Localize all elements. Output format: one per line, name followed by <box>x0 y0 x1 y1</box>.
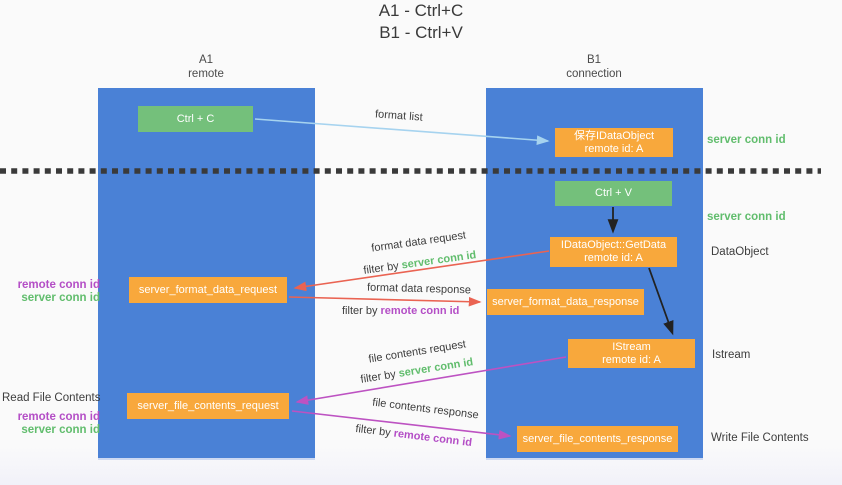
right-label-istream: Istream <box>712 349 751 361</box>
diagram-title: A1 - Ctrl+C B1 - Ctrl+V <box>0 0 842 44</box>
right-label-server-conn-id-top: server conn id <box>707 134 786 146</box>
right-label-server-conn-id-mid: server conn id <box>707 211 786 223</box>
node-getdata-line1: IDataObject::GetData <box>560 239 667 251</box>
left-label-server-conn-id-1: server conn id <box>21 292 100 304</box>
remote-conn-id-text: remote conn id <box>380 305 460 317</box>
node-server-format-data-response-label: server_format_data_response <box>492 295 639 308</box>
lane-header-b1: B1 connection <box>534 53 654 81</box>
label-format-data-response: format data response <box>366 281 472 297</box>
lane-a1-name: A1 <box>198 54 214 66</box>
right-label-write-file-contents: Write File Contents <box>711 432 809 444</box>
label-file-contents-response: file contents response <box>371 396 480 422</box>
node-ctrl-c: Ctrl + C <box>138 106 253 132</box>
title-line-ctrl-c: A1 - Ctrl+C <box>378 1 464 20</box>
server-conn-id-text: server conn id <box>397 356 474 380</box>
filter-by-text: filter by <box>362 260 400 277</box>
label-format-data-request: format data request <box>370 229 467 255</box>
node-server-file-contents-response-label: server_file_contents_response <box>522 432 673 445</box>
left-label-remote-conn-id-2: remote conn id <box>17 411 100 423</box>
node-ctrl-c-label: Ctrl + C <box>176 112 215 125</box>
left-label-server-conn-id-2: server conn id <box>21 424 100 436</box>
lane-b1-name: B1 <box>586 54 602 66</box>
label-filter-by-remote-conn-id-2: filter by remote conn id <box>355 423 473 449</box>
node-ctrl-v-label: Ctrl + V <box>595 187 632 199</box>
left-label-remote-conn-id-1: remote conn id <box>17 279 100 291</box>
node-save-idataobject-line2: remote id: A <box>584 142 644 155</box>
right-label-dataobject: DataObject <box>711 246 769 258</box>
node-server-file-contents-response: server_file_contents_response <box>517 426 678 452</box>
server-conn-id-text: server conn id <box>400 249 478 272</box>
node-istream-line2: remote id: A <box>602 353 661 366</box>
label-filter-by-remote-conn-id-1: filter by remote conn id <box>342 305 459 317</box>
left-label-read-file-contents: Read File Contents <box>2 392 101 404</box>
filter-by-text: filter by <box>342 305 378 317</box>
node-istream: IStream remote id: A <box>568 339 695 368</box>
label-format-list: format list <box>374 108 424 124</box>
lane-header-a1: A1 remote <box>146 53 266 81</box>
arrow-format-data-response <box>288 296 482 307</box>
lane-a1-subtitle: remote <box>188 68 224 80</box>
node-save-idataobject: 保存IDataObject remote id: A <box>555 128 673 157</box>
remote-conn-id-text: remote conn id <box>392 427 473 450</box>
node-save-idataobject-line1: 保存IDataObject <box>573 129 655 142</box>
lane-b1-subtitle: connection <box>566 68 622 80</box>
node-getdata-line2: remote id: A <box>584 252 643 264</box>
title-line-ctrl-v: B1 - Ctrl+V <box>379 23 463 42</box>
node-server-file-contents-request: server_file_contents_request <box>127 393 289 419</box>
filter-by-text: filter by <box>354 422 392 440</box>
filter-by-text: filter by <box>359 368 397 386</box>
node-server-format-data-request: server_format_data_request <box>129 277 287 303</box>
node-server-format-data-request-label: server_format_data_request <box>138 283 278 296</box>
node-server-file-contents-request-label: server_file_contents_request <box>137 399 279 412</box>
node-idataobject-getdata: IDataObject::GetData remote id: A <box>550 237 677 267</box>
node-istream-line1: IStream <box>612 340 651 353</box>
node-ctrl-v: Ctrl + V <box>555 181 672 206</box>
node-server-format-data-response: server_format_data_response <box>487 289 644 315</box>
